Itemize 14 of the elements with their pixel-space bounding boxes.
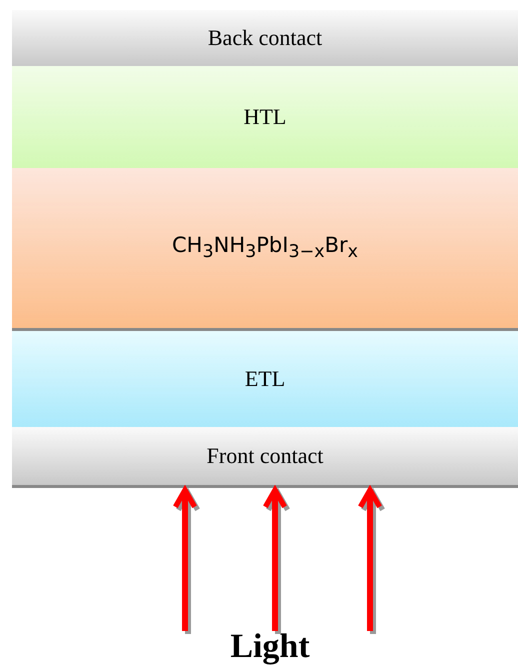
arrow — [172, 487, 198, 631]
light-label: Light — [150, 628, 390, 666]
layer-label: CH$_{3}$NH$_{3}$PbI$_{3−x}$Br$_{x}$ — [172, 233, 358, 263]
layer-label: Back contact — [208, 25, 322, 51]
layer-label: HTL — [244, 104, 286, 130]
layer-band — [12, 427, 518, 488]
layer-band — [12, 168, 518, 331]
layer-band — [12, 66, 518, 168]
layer-band — [12, 331, 518, 427]
layer-label: ETL — [244, 366, 286, 392]
layer-band — [12, 10, 518, 66]
layer-label: Front contact — [206, 443, 324, 469]
arrow — [358, 487, 382, 631]
arrow — [262, 487, 288, 631]
